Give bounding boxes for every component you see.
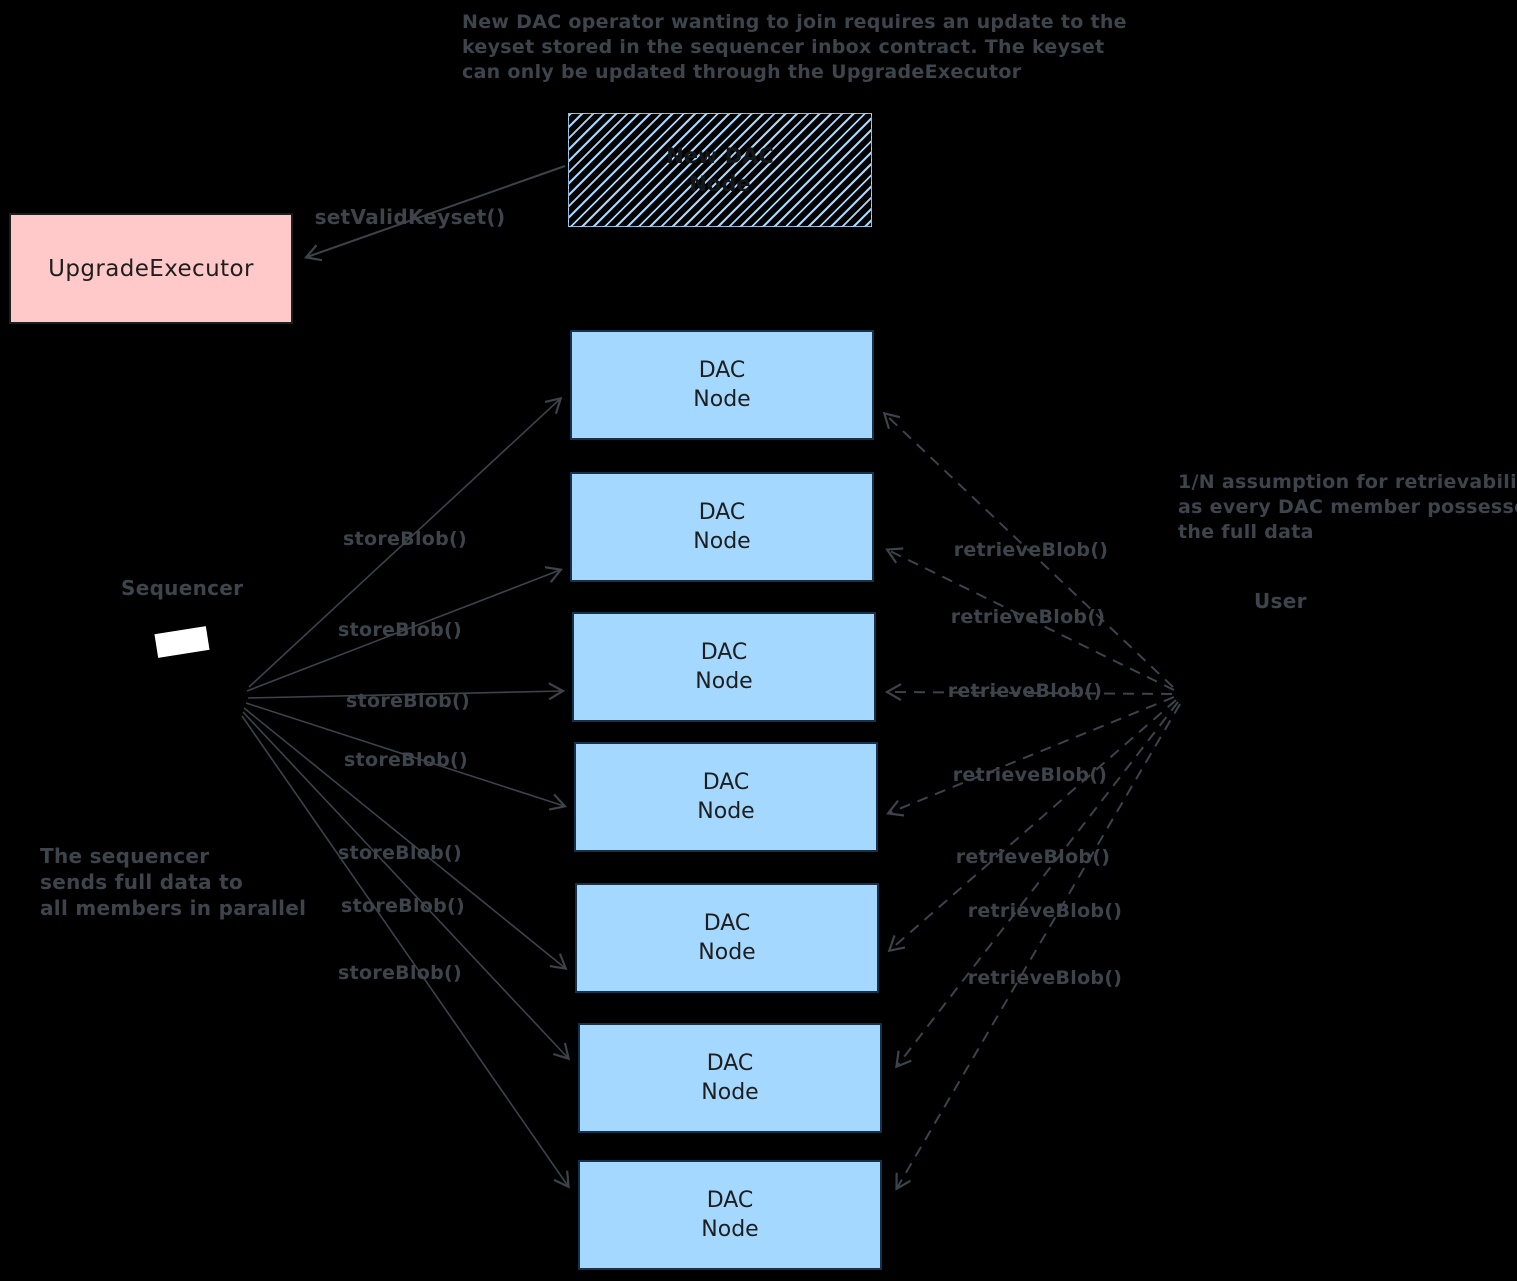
dac-node-label-line1: DAC [698, 358, 746, 383]
store-blob-label: storeBlob() [337, 842, 463, 864]
annotation-line: sends full data to [40, 870, 244, 894]
annotation-line: as every DAC member possesses [1178, 496, 1517, 518]
store-blob-label: storeBlob() [340, 895, 466, 917]
store-blob-label: storeBlob() [345, 690, 471, 712]
store-blob-label: storeBlob() [342, 528, 468, 550]
sequencer-label: Sequencer [121, 576, 244, 600]
annotation-1n-assumption: 1/N assumption for retrievability, as ev… [1178, 470, 1517, 545]
dac-node-label-line2: Node [695, 669, 753, 694]
annotation-keyset-update: New DAC operator wanting to join require… [462, 10, 1127, 85]
retrieve-blob-label: retrieveBlob() [952, 764, 1108, 786]
storeblob-arrow [245, 702, 568, 811]
new-dac-node-label-line2: Node [689, 172, 751, 196]
annotation-line: all members in parallel [40, 896, 307, 920]
annotation-line: the full data [1178, 521, 1314, 543]
set-valid-keyset-label: setValidKeyset() [314, 205, 506, 229]
set-valid-keyset-arrow [303, 165, 566, 262]
retrieveblob-arrow [885, 547, 1175, 691]
annotation-line: The sequencer [40, 844, 210, 868]
store-blob-label: storeBlob() [337, 962, 463, 984]
user-label: User [1254, 589, 1307, 613]
annotation-line: can only be updated through the UpgradeE… [462, 61, 1022, 83]
storeblob-arrow [246, 566, 564, 692]
dac-node-label-line2: Node [697, 799, 755, 824]
dac-node-label-line1: DAC [703, 911, 751, 936]
retrieve-blob-label: retrieveBlob() [967, 967, 1123, 989]
dac-node-box: DAC Node [574, 742, 878, 852]
dac-node-box: DAC Node [570, 472, 874, 582]
dac-node-label-line2: Node [701, 1217, 759, 1242]
dac-node-label-line2: Node [701, 1080, 759, 1105]
storeblob-arrow [243, 707, 568, 971]
dac-node-box: DAC Node [578, 1160, 882, 1270]
dac-node-label-line2: Node [693, 387, 751, 412]
store-blob-label: storeBlob() [343, 749, 469, 771]
storeblob-arrow [247, 682, 566, 701]
dac-node-box: DAC Node [570, 330, 874, 440]
store-blob-label: storeBlob() [337, 619, 463, 641]
storeblob-arrow [248, 396, 563, 688]
dac-node-box: DAC Node [575, 883, 879, 993]
upgrade-executor-label: UpgradeExecutor [48, 255, 254, 282]
storeblob-arrow [242, 711, 571, 1061]
dac-node-label-line1: DAC [706, 1051, 754, 1076]
dac-node-label-line2: Node [693, 529, 751, 554]
retrieve-blob-label: retrieveBlob() [947, 680, 1103, 702]
dac-node-label-line1: DAC [706, 1188, 754, 1213]
retrieve-blob-label: retrieveBlob() [950, 606, 1106, 628]
annotation-line: 1/N assumption for retrievability, [1178, 471, 1517, 493]
dac-node-label-line1: DAC [700, 640, 748, 665]
annotation-sequencer-parallel: The sequencer sends full data to all mem… [40, 843, 306, 921]
retrieveblob-arrow [882, 411, 1174, 688]
retrieveblob-arrow [895, 701, 1179, 1069]
retrieveblob-arrow [887, 699, 1177, 953]
retrieve-blob-label: retrieveBlob() [953, 539, 1109, 561]
new-dac-node-label-line1: New DAC [666, 144, 774, 168]
dac-node-label-line1: DAC [698, 500, 746, 525]
retrieveblob-arrow [884, 683, 1173, 702]
dac-node-label-line1: DAC [702, 770, 750, 795]
retrieve-blob-label: retrieveBlob() [967, 900, 1123, 922]
dac-node-label-line2: Node [698, 940, 756, 965]
dac-node-box: DAC Node [578, 1023, 882, 1133]
storeblob-arrow [241, 715, 570, 1189]
annotation-line: New DAC operator wanting to join require… [462, 11, 1127, 33]
retrieve-blob-label: retrieveBlob() [955, 846, 1111, 868]
dac-node-box: DAC Node [572, 612, 876, 722]
new-dac-node-box: New DAC Node [568, 113, 872, 227]
retrieveblob-arrow [886, 696, 1175, 817]
upgrade-executor-box: UpgradeExecutor [9, 213, 293, 324]
annotation-line: keyset stored in the sequencer inbox con… [462, 36, 1105, 58]
